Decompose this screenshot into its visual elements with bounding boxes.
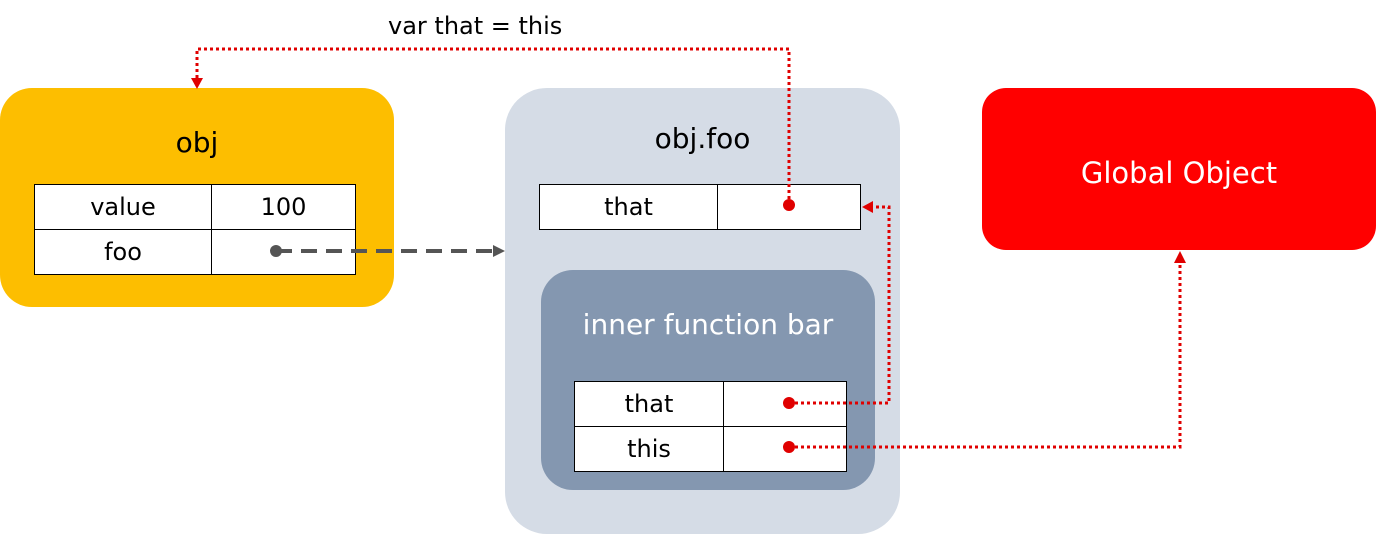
bar-that-pointer-arrow [783,201,891,409]
table-row: value 100 [34,184,356,230]
bar-variable-table: that this [574,381,847,472]
bar-this-pointer-arrow [783,251,1186,453]
global-object-box: Global Object [982,88,1376,250]
objfoo-variable-table: that [539,184,861,230]
obj-title: obj [175,126,219,159]
that-to-obj-arrow [191,47,795,211]
objfoo-key-that: that [539,184,718,230]
foo-pointer-arrow [270,245,505,257]
global-title: Global Object [1080,156,1278,190]
bar-title: inner function bar [582,308,834,341]
objfoo-title: obj.foo [654,122,751,155]
bar-key-this: this [574,426,724,472]
var-that-caption: var that = this [388,12,563,40]
bar-key-that: that [574,381,724,427]
obj-key-foo: foo [34,229,212,275]
